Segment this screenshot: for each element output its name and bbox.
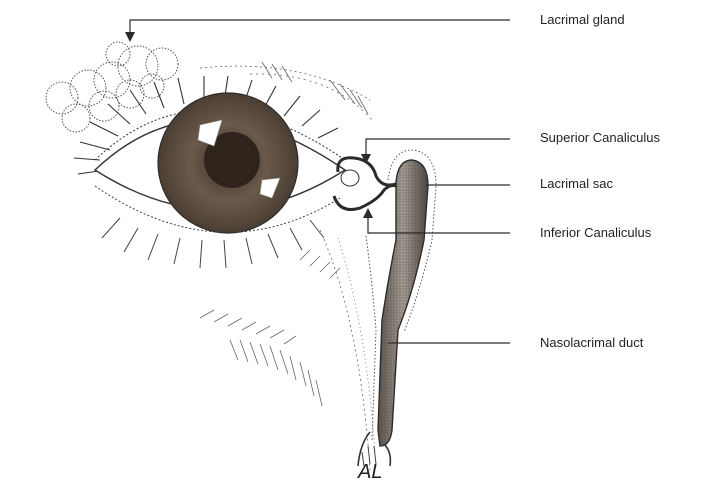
cheek-hatching xyxy=(200,230,376,470)
artist-signature: AL xyxy=(357,461,382,483)
label-superior-canaliculus: Superior Canaliculus xyxy=(540,130,660,145)
label-lacrimal-sac: Lacrimal sac xyxy=(540,176,613,191)
label-nasolacrimal-duct: Nasolacrimal duct xyxy=(540,335,644,350)
lacrimal-sac-and-duct xyxy=(358,150,436,466)
label-inferior-canaliculus: Inferior Canaliculus xyxy=(540,225,652,240)
label-lacrimal-gland: Lacrimal gland xyxy=(540,12,625,27)
leader-superior-canaliculus xyxy=(366,139,510,160)
caruncle xyxy=(341,170,359,186)
inferior-canaliculus-drawing xyxy=(334,185,400,209)
lacrimal-gland-drawing xyxy=(46,42,178,132)
leader-lacrimal-gland xyxy=(130,20,510,38)
leader-inferior-canaliculus xyxy=(368,212,510,233)
eye xyxy=(95,93,359,233)
